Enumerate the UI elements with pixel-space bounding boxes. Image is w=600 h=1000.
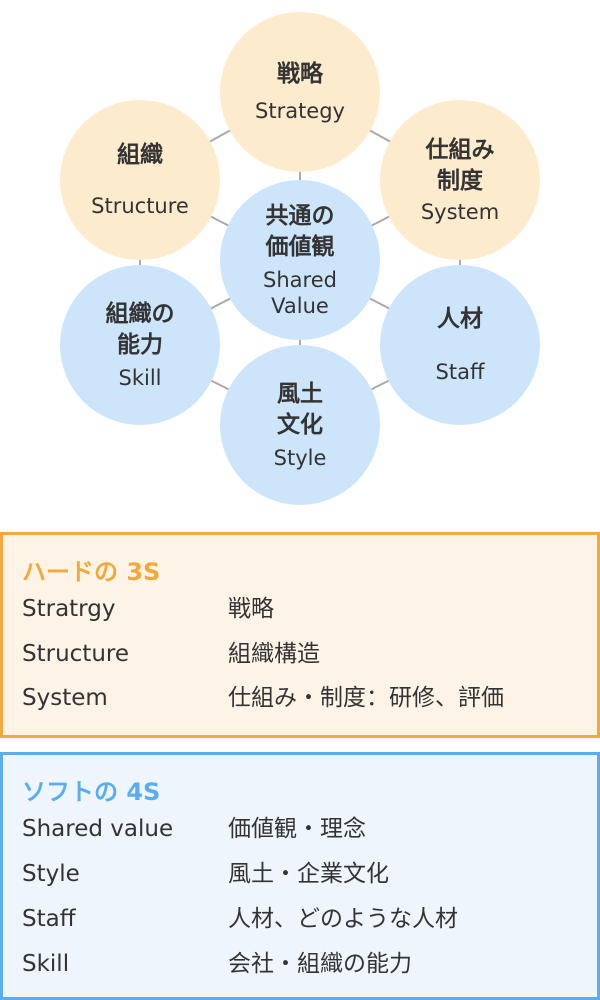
hard-row: Stratrgy 戦略 [22,594,274,624]
node-strategy: 戦略 Strategy [220,12,380,172]
soft-row: Style 風土・企業文化 [22,859,389,889]
node-label-en: Structure [91,194,189,218]
node-label-en: Strategy [255,99,345,123]
soft-row: Skill 会社・組織の能力 [22,949,412,979]
row-term: Staff [22,906,76,932]
row-term: Structure [22,641,129,667]
hard-row: Structure 組織構造 [22,639,320,669]
node-label-jp: 組織 [117,142,163,168]
hard-3s-title: ハードの 3S [22,558,161,586]
hard-row: System 仕組み・制度：研修、評価 [22,683,504,713]
7s-diagram: 戦略 Strategy 組織 Structure 仕組み 制度 System 組… [60,12,540,505]
node-label-jp: 戦略 [277,61,323,87]
node-label-jp: 共通の 価値観 [265,203,335,260]
node-label-jp: 風土 文化 [277,380,323,438]
soft-4s-title: ソフトの 4S [22,778,161,806]
node-label-jp: 組織の 能力 [105,300,175,358]
soft-row: Staff 人材、どのような人材 [22,904,458,934]
node-label-jp: 仕組み 制度 [425,136,495,194]
hard-3s-box: ハードの 3S Stratrgy 戦略 Structure 組織構造 Syste… [0,532,600,738]
row-description: 会社・組織の能力 [228,951,412,977]
node-system: 仕組み 制度 System [380,100,540,260]
row-description: 風土・企業文化 [228,861,389,887]
node-shared-value: 共通の 価値観 Shared Value [220,180,380,340]
soft-4s-box: ソフトの 4S Shared value 価値観・理念 Style 風土・企業文… [0,752,600,1000]
row-description: 価値観・理念 [228,816,366,842]
row-term: System [22,685,108,711]
node-staff: 人材 Staff [380,265,540,425]
node-label-en: Staff [435,360,485,384]
row-description: 仕組み・制度：研修、評価 [228,685,504,711]
row-term: Stratrgy [22,596,116,622]
node-label-jp: 人材 [437,306,483,332]
node-label-en: Skill [118,365,162,390]
node-label-en: System [420,199,500,224]
node-structure: 組織 Structure [60,100,220,260]
row-description: 人材、どのような人材 [228,906,458,932]
soft-row: Shared value 価値観・理念 [22,814,366,844]
row-term: Skill [22,951,70,977]
row-description: 組織構造 [228,641,320,667]
node-style: 風土 文化 Style [220,345,380,505]
row-description: 戦略 [228,596,274,622]
node-label-en: Shared Value [263,268,337,318]
row-term: Shared value [22,816,174,842]
node-label-en: Style [273,445,327,470]
row-term: Style [22,861,80,887]
node-skill: 組織の 能力 Skill [60,265,220,425]
